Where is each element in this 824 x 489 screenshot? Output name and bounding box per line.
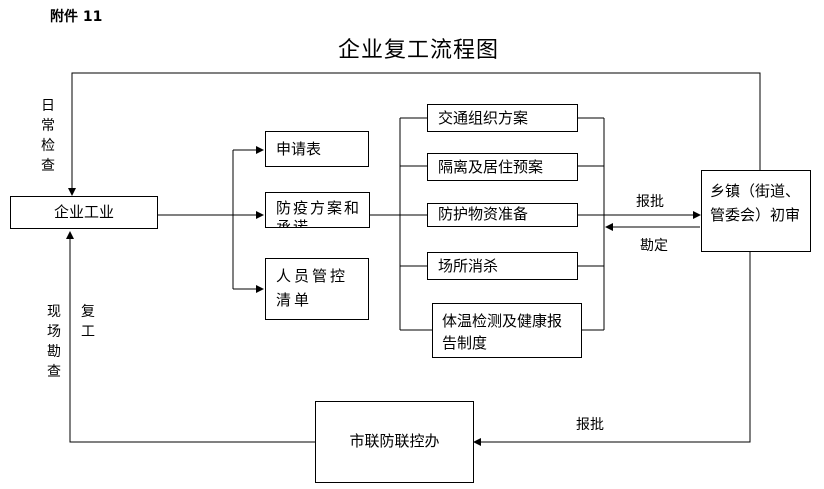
application-form-node: 申请表 <box>265 131 369 167</box>
city-office-label: 市联防联控办 <box>349 432 440 450</box>
temperature-report-label: 体温检测及健康报告制度 <box>442 312 563 352</box>
township-review-label: 乡镇（街道、管委会）初审 <box>710 182 801 224</box>
site-disinfection-label: 场所消杀 <box>438 257 499 275</box>
daily-inspection-connector <box>68 72 761 196</box>
protective-supplies-label: 防护物资准备 <box>438 205 529 223</box>
isolation-plan-node: 隔离及居住预案 <box>427 153 578 181</box>
epidemic-plan-label: 防疫方案和承诺 <box>276 199 362 228</box>
personnel-list-label: 人员管控清单 <box>276 267 349 309</box>
diagram-title: 企业复工流程图 <box>338 38 500 63</box>
daily-inspection-label: 日常检查 <box>41 98 55 174</box>
attachment-label: 附件 11 <box>50 9 103 25</box>
enterprise-node: 企业工业 <box>10 196 158 229</box>
site-disinfection-node: 场所消杀 <box>427 252 578 280</box>
personnel-list-node: 人员管控清单 <box>265 258 369 320</box>
application-form-label: 申请表 <box>276 140 322 158</box>
traffic-plan-label: 交通组织方案 <box>438 109 529 127</box>
city-to-enterprise-connector <box>66 231 315 443</box>
township-review-node: 乡镇（街道、管委会）初审 <box>701 170 811 252</box>
report-approve-top-label: 报批 <box>636 194 664 210</box>
isolation-plan-label: 隔离及居住预案 <box>438 158 544 176</box>
protective-supplies-node: 防护物资准备 <box>427 203 578 227</box>
report-approve-bottom-label: 报批 <box>576 417 604 433</box>
site-survey-label: 现场勘查 <box>47 304 61 380</box>
township-to-city-connector <box>473 252 751 446</box>
resume-work-label: 复工 <box>81 304 95 340</box>
traffic-plan-node: 交通组织方案 <box>427 104 578 132</box>
epidemic-plan-node: 防疫方案和承诺 <box>265 192 370 228</box>
temperature-report-node: 体温检测及健康报告制度 <box>432 303 582 358</box>
enterprise-node-label: 企业工业 <box>53 203 114 221</box>
review-confirm-label: 勘定 <box>640 238 668 254</box>
city-office-node: 市联防联控办 <box>315 401 474 483</box>
